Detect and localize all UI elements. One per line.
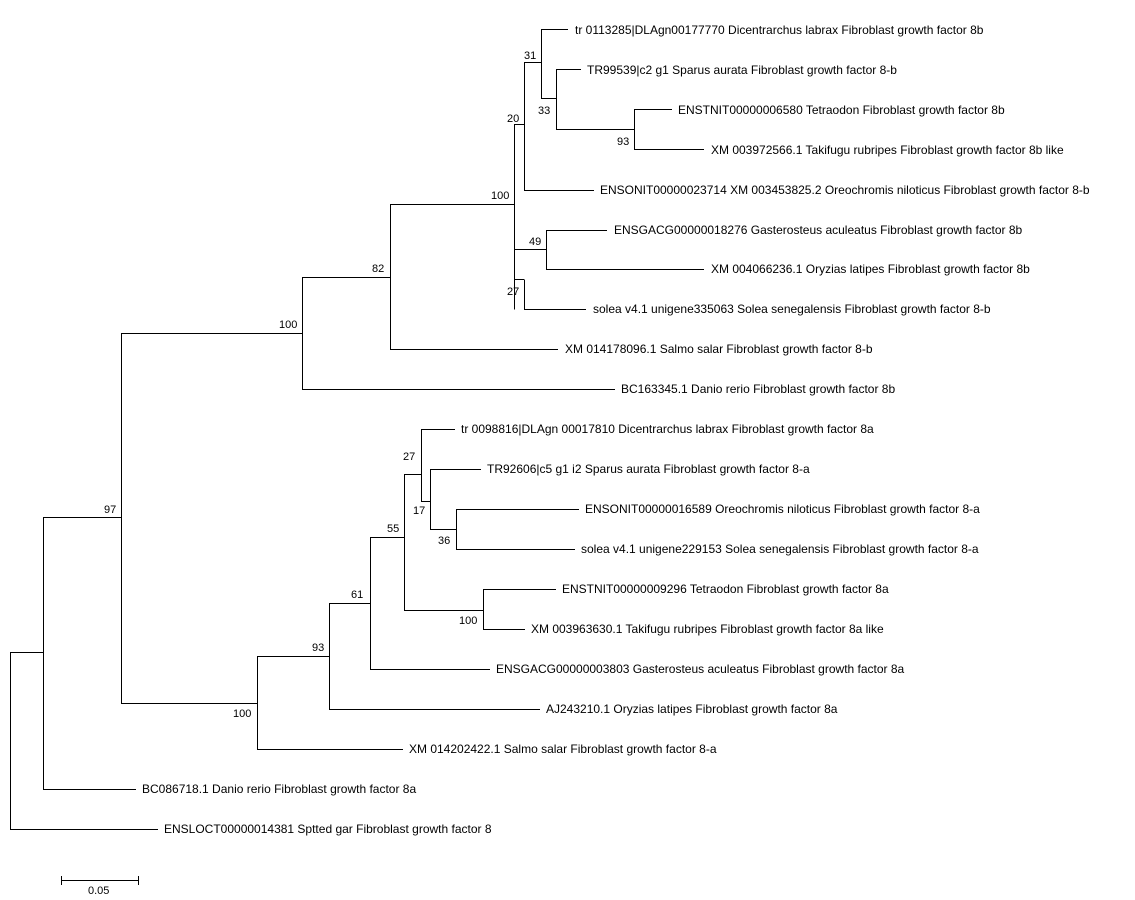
- leaf-label: ENSONIT00000016589 Oreochromis niloticus…: [585, 502, 980, 516]
- leaf-label: solea v4.1 unigene335063 Solea senegalen…: [593, 302, 991, 316]
- leaf-label: ENSLOCT00000014381 Sptted gar Fibroblast…: [164, 822, 492, 836]
- leaf-labels: tr 0113285|DLAgn00177770 Dicentrarchus l…: [142, 23, 1090, 836]
- leaf-label: solea v4.1 unigene229153 Solea senegalen…: [581, 542, 979, 556]
- leaf-label: ENSGACG00000018276 Gasterosteus aculeatu…: [614, 223, 1023, 237]
- leaf-label: AJ243210.1 Oryzias latipes Fibroblast gr…: [546, 702, 838, 716]
- leaf-label: tr 0113285|DLAgn00177770 Dicentrarchus l…: [575, 23, 984, 37]
- bootstrap-value: 61: [351, 589, 363, 601]
- tree-branches: [10, 29, 704, 830]
- leaf-label: ENSTNIT00000009296 Tetraodon Fibroblast …: [562, 582, 889, 596]
- scale-bar-label: 0.05: [88, 885, 109, 897]
- bootstrap-value: 17: [413, 505, 425, 517]
- leaf-label: BC086718.1 Danio rerio Fibroblast growth…: [142, 782, 416, 796]
- leaf-label: XM 014178096.1 Salmo salar Fibroblast gr…: [565, 342, 873, 356]
- leaf-label: XM 003972566.1 Takifugu rubripes Fibrobl…: [711, 143, 1064, 157]
- leaf-label: XM 004066236.1 Oryzias latipes Fibroblas…: [711, 262, 1030, 276]
- bootstrap-value: 20: [507, 113, 519, 125]
- scale-bar: 0.05: [61, 876, 139, 897]
- bootstrap-value: 55: [387, 523, 399, 535]
- bootstrap-value: 100: [491, 190, 509, 202]
- leaf-label: TR99539|c2 g1 Sparus aurata Fibroblast g…: [587, 63, 897, 77]
- leaf-label: ENSONIT00000023714 XM 003453825.2 Oreoch…: [600, 183, 1090, 197]
- leaf-label: ENSGACG00000003803 Gasterosteus aculeatu…: [496, 662, 905, 676]
- bootstrap-value: 49: [529, 236, 541, 248]
- bootstrap-value: 33: [538, 105, 550, 117]
- leaf-label: tr 0098816|DLAgn 00017810 Dicentrarchus …: [461, 422, 874, 436]
- leaf-label: BC163345.1 Danio rerio Fibroblast growth…: [621, 382, 895, 396]
- bootstrap-value: 27: [507, 286, 519, 298]
- bootstrap-value: 97: [104, 504, 116, 516]
- bootstrap-value: 82: [372, 263, 384, 275]
- bootstrap-values: 31 33 93 20 100 49 27 82 100 97 27 17 36…: [104, 50, 629, 720]
- bootstrap-value: 93: [312, 642, 324, 654]
- bootstrap-value: 93: [617, 136, 629, 148]
- bootstrap-value: 100: [233, 708, 251, 720]
- leaf-label: ENSTNIT00000006580 Tetraodon Fibroblast …: [678, 103, 1005, 117]
- leaf-label: TR92606|c5 g1 i2 Sparus aurata Fibroblas…: [487, 462, 810, 476]
- leaf-label: XM 014202422.1 Salmo salar Fibroblast gr…: [409, 742, 717, 756]
- bootstrap-value: 100: [459, 615, 477, 627]
- bootstrap-value: 31: [524, 50, 536, 62]
- bootstrap-value: 36: [438, 535, 450, 547]
- leaf-label: XM 003963630.1 Takifugu rubripes Fibrobl…: [531, 622, 884, 636]
- bootstrap-value: 100: [279, 319, 297, 331]
- bootstrap-value: 27: [403, 451, 415, 463]
